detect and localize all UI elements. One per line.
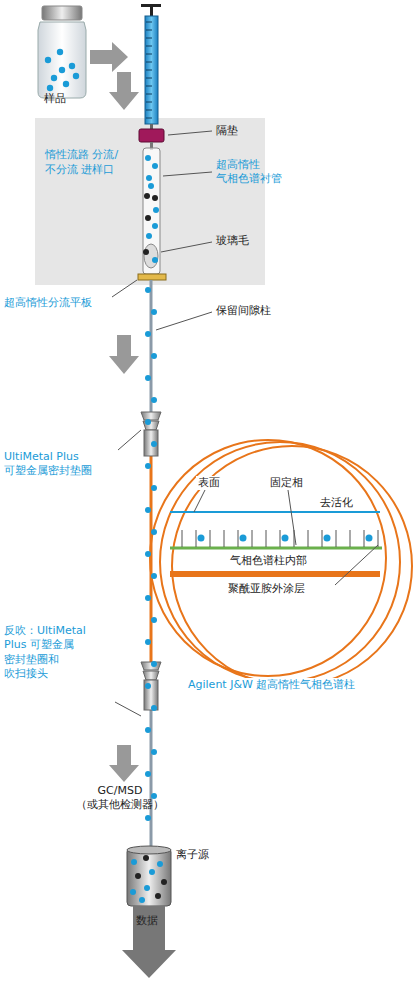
liner: [143, 148, 160, 274]
part-label: 离子源: [176, 848, 209, 862]
transfer-arrow: [90, 42, 128, 72]
analyte-dot: [145, 551, 151, 557]
detail-label: 去活化: [318, 496, 355, 510]
analyte-dot: [144, 193, 150, 199]
analyte-dot: [151, 485, 157, 491]
analyte-dot: [151, 705, 157, 711]
part-label: 反吹：UltiMetal Plus 可塑金属 密封垫圈和 吹扫接头: [4, 624, 94, 681]
sample-dot: [59, 67, 65, 73]
analyte-dot: [145, 727, 151, 733]
ion-dot: [144, 885, 150, 891]
analyte-dot: [151, 573, 157, 579]
part-label: UltiMetal Plus 可塑金属密封垫圈: [4, 450, 104, 479]
leader-line: [112, 131, 378, 716]
ion-dot: [130, 889, 136, 895]
analyte-dot: [151, 749, 157, 755]
part-label: 玻璃毛: [216, 234, 249, 248]
analyte-dot: [143, 249, 149, 255]
analyte-dot: [152, 195, 158, 201]
analyte-dot: [145, 375, 151, 381]
analyte-dot: [151, 309, 157, 315]
sample-label: 样品: [44, 92, 66, 106]
sample-dot: [69, 63, 75, 69]
detector-label: GC/MSD （或其他检测器）: [60, 784, 180, 813]
analyte-dot: [151, 397, 157, 403]
syringe: [141, 4, 161, 130]
analyte-dot: [151, 529, 157, 535]
ion-dot: [135, 873, 141, 879]
backflush-ferrule: [141, 662, 161, 710]
inlet-panel: 惰性流路 分流/不分流 进样口: [35, 118, 265, 285]
analyte-dot: [145, 215, 151, 221]
analyte-dot: [145, 155, 151, 161]
retention-gap: [150, 280, 153, 415]
sample-dot: [45, 57, 51, 63]
analyte-dot: [151, 441, 157, 447]
detail-label: 聚酰亚胺外涂层: [226, 582, 307, 596]
ion-dot: [157, 861, 163, 867]
down-arrow: [109, 335, 139, 374]
analyte-dot: [145, 507, 151, 513]
analyte-dot: [148, 183, 154, 189]
glass-wool: [144, 244, 158, 268]
ion-dot: [149, 869, 155, 875]
analyte-dot: [152, 223, 158, 229]
inlet-label: 惰性流路 分流/不分流 进样口: [45, 148, 120, 178]
part-label: 隔垫: [216, 124, 238, 138]
ion-dot: [143, 855, 149, 861]
ion-source: [127, 846, 171, 906]
sample-dot: [57, 49, 63, 55]
detail-label: 表面: [196, 476, 222, 490]
ion-dot: [139, 897, 145, 903]
detail-label: 气相色谱柱内部: [228, 554, 309, 568]
part-label: Agilent J&W 超高惰性气相色谱柱: [186, 678, 357, 692]
analyte-dot: [146, 175, 152, 181]
analyte-dot: [145, 419, 151, 425]
analyte-dot: [151, 617, 157, 623]
sample-dot: [73, 73, 79, 79]
analyte-dot: [151, 793, 157, 799]
data-arrow: [122, 906, 176, 978]
detail-label: 固定相: [268, 476, 305, 490]
analyte-dot: [145, 639, 151, 645]
part-label: 保留间隙柱: [216, 304, 271, 318]
inlet-panel-ground: [35, 118, 265, 285]
part-label: 超高惰性 气相色谱衬管: [216, 158, 296, 187]
septum: [139, 129, 164, 142]
split-plate: [138, 274, 166, 280]
analyte-dot: [145, 287, 151, 293]
ion-dot: [155, 893, 161, 899]
analyte-dot: [145, 815, 151, 821]
ion-dot: [131, 859, 137, 865]
deactivated-layer: [170, 511, 380, 513]
column-detail-loop: [150, 440, 412, 686]
analyte-dot: [145, 771, 151, 777]
data-label: 数据: [136, 914, 158, 928]
part-label: 超高惰性分流平板: [4, 296, 92, 310]
analyte-dot: [153, 207, 159, 213]
analyte-dot: [145, 595, 151, 601]
analyte-dot: [145, 331, 151, 337]
analyte-dot: [152, 257, 158, 263]
sample-vial: [38, 6, 86, 98]
down-arrow: [109, 745, 139, 782]
sample-dot: [63, 81, 69, 87]
analyte-dot: [146, 233, 152, 239]
analyte-dot: [145, 683, 151, 689]
ion-dot: [161, 879, 167, 885]
sample-dot: [51, 75, 57, 81]
analyte-dot: [152, 163, 158, 169]
sample-dot: [47, 85, 53, 91]
analyte-dot: [145, 463, 151, 469]
down-arrow: [109, 72, 139, 110]
analyte-dot: [151, 353, 157, 359]
ferrule: [141, 412, 161, 456]
analyte-dot: [151, 661, 157, 667]
